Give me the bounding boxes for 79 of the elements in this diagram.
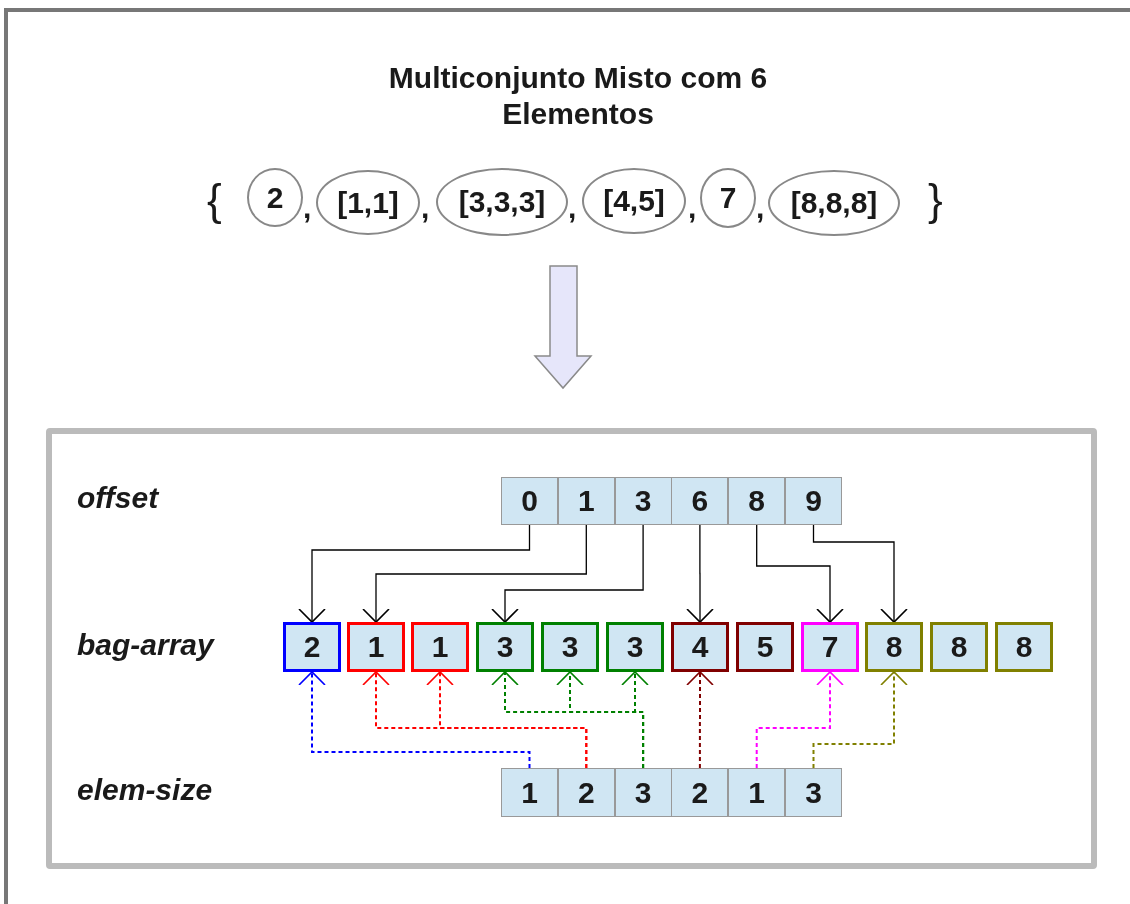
row-label: elem-size — [77, 772, 213, 808]
cell-value: 3 — [496, 632, 514, 662]
elem-size-cell — [501, 768, 558, 817]
cell-value: 3 — [634, 777, 652, 808]
bag-array-cell — [930, 622, 988, 672]
arrow — [755, 671, 844, 769]
cell-value: 8 — [748, 486, 766, 516]
elem-size-cell — [614, 768, 672, 817]
bag-array-cell — [347, 622, 405, 672]
elem-size-cell — [728, 768, 786, 817]
bag-array-cell — [541, 622, 599, 672]
offset-cell — [728, 477, 786, 525]
cell-value: 2 — [266, 182, 284, 213]
cell-value: 1 — [367, 632, 385, 662]
arrow — [812, 671, 908, 769]
element-ellipse — [247, 168, 303, 227]
arrow — [686, 671, 714, 769]
arrow — [298, 671, 531, 769]
comma: , — [756, 190, 765, 226]
brace: } — [928, 174, 943, 226]
comma: , — [688, 190, 697, 226]
cell-value: [8,8,8] — [790, 188, 878, 218]
arrow — [621, 671, 649, 769]
bag-array-cell — [671, 622, 729, 672]
offset-cell — [614, 477, 672, 525]
cell-value: 2 — [577, 777, 595, 808]
cell-value: 9 — [805, 486, 822, 516]
cell-value: 1 — [577, 486, 595, 516]
cell-value: 1 — [748, 777, 766, 808]
elem-size-cell — [671, 768, 729, 817]
bag-array-cell — [736, 622, 794, 672]
arrow — [426, 671, 588, 769]
cell-value: 7 — [821, 632, 839, 662]
cell-value: 3 — [805, 777, 822, 808]
bag-array-cell — [283, 622, 341, 672]
bag-array-cell — [606, 622, 664, 672]
offset-cell — [785, 477, 842, 525]
cell-value: 3 — [634, 486, 652, 516]
arrow — [756, 524, 844, 623]
row-label: offset — [77, 480, 159, 516]
cell-value: 1 — [431, 632, 449, 662]
arrow — [362, 524, 587, 623]
cell-value: 8 — [1015, 632, 1033, 662]
cell-value: 2 — [303, 632, 321, 662]
arrow — [812, 524, 908, 623]
cell-value: [4,5] — [603, 186, 665, 216]
bag-array-cell — [411, 622, 469, 672]
arrow — [686, 524, 714, 623]
elem-size-cell — [557, 768, 615, 817]
cell-value: [1,1] — [337, 187, 399, 218]
cell-value: 6 — [691, 486, 709, 516]
bag-array-cell — [995, 622, 1053, 672]
offset-cell — [557, 477, 615, 525]
element-ellipse — [700, 168, 756, 228]
cell-value: 2 — [691, 777, 709, 808]
comma: , — [303, 190, 312, 226]
bag-array-cell — [865, 622, 923, 672]
comma: , — [421, 190, 430, 226]
brace: { — [207, 174, 222, 226]
cell-value: 0 — [521, 486, 538, 516]
cell-value: 4 — [691, 632, 709, 662]
row-label: bag-array — [77, 627, 214, 663]
offset-cell — [671, 477, 729, 525]
offset-cell — [501, 477, 558, 525]
comma: , — [568, 190, 577, 226]
arrow — [298, 524, 531, 623]
cell-value: 8 — [950, 632, 968, 662]
cell-value: 3 — [626, 632, 644, 662]
cell-value: 8 — [885, 632, 903, 662]
title: Multiconjunto Misto com 6 Elementos — [387, 60, 769, 132]
cell-value: 1 — [521, 777, 538, 808]
bag-array-cell — [476, 622, 534, 672]
bag-array-cell — [801, 622, 859, 672]
cell-value: 3 — [561, 632, 579, 662]
cell-value: 7 — [719, 183, 737, 213]
cell-value: [3,3,3] — [458, 187, 546, 217]
cell-value: 5 — [756, 632, 774, 662]
elem-size-cell — [785, 768, 842, 817]
arrow — [491, 524, 644, 623]
